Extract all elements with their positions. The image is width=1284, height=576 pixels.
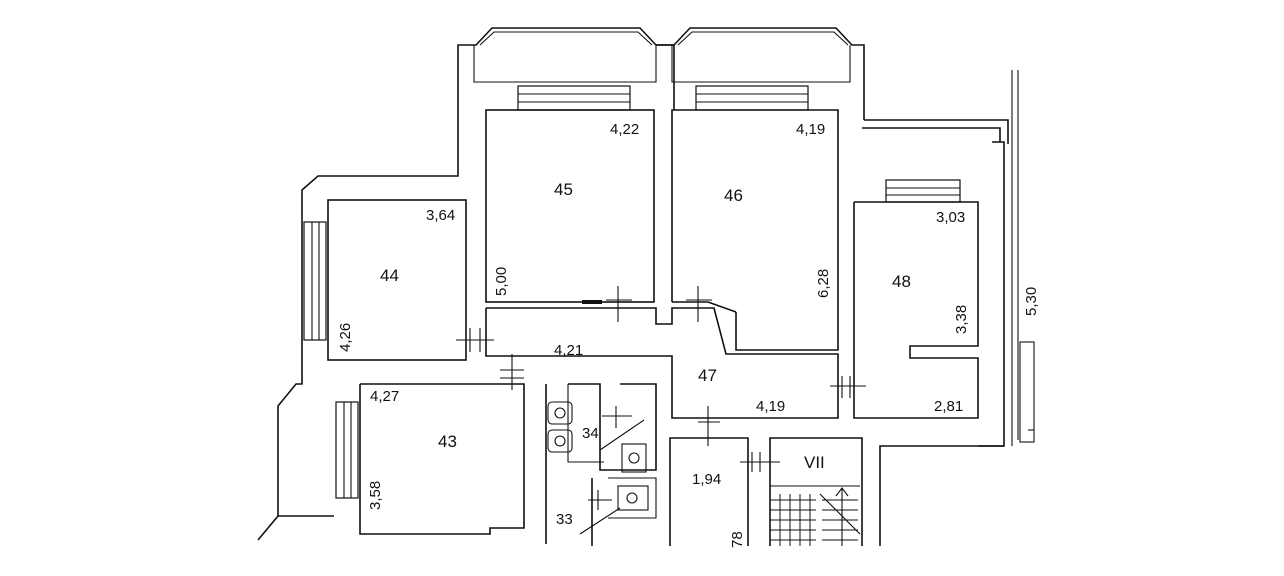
- room-46: [671, 109, 839, 351]
- hall: [669, 437, 749, 546]
- corridor: [485, 307, 839, 419]
- room-45-width: 4,22: [610, 121, 639, 138]
- wc-33: [579, 477, 657, 546]
- outside-dim: 5,30: [1023, 287, 1040, 316]
- lower-right-walls: [879, 341, 1035, 546]
- room-44-depth: 4,26: [337, 323, 354, 352]
- room-44: [327, 199, 467, 361]
- room-33-label: 33: [556, 511, 573, 528]
- room-43-depth: 3,58: [367, 481, 384, 510]
- room-45-label: 45: [554, 180, 573, 199]
- room-46-depth: 6,28: [815, 269, 832, 298]
- room-48-width-lower: 2,81: [934, 398, 963, 415]
- door-marks: [456, 286, 866, 510]
- hall-depth: 78: [729, 531, 746, 548]
- room-45: [485, 109, 655, 304]
- stair: [769, 437, 863, 546]
- room-43-width: 4,27: [370, 388, 399, 405]
- room-48: [853, 201, 979, 419]
- room-48-depth: 3,38: [953, 305, 970, 334]
- room-48-width: 3,03: [936, 209, 965, 226]
- window-room-48: [885, 179, 961, 203]
- window-room-45: [517, 85, 631, 111]
- bathroom-34: [545, 383, 657, 544]
- hall-width: 1,94: [692, 471, 721, 488]
- room-47-label: 47: [698, 366, 717, 385]
- room-43-label: 43: [438, 432, 457, 451]
- room-48-label: 48: [892, 272, 911, 291]
- room-43: [359, 383, 525, 535]
- window-room-46: [695, 85, 809, 111]
- room-44-label: 44: [380, 266, 399, 285]
- room-47-width: 4,19: [756, 398, 785, 415]
- room-44-width: 3,64: [426, 207, 455, 224]
- stair-label: VII: [804, 453, 825, 472]
- room-45-depth: 5,00: [493, 267, 510, 296]
- window-room-44: [303, 221, 327, 341]
- room-46-width: 4,19: [796, 121, 825, 138]
- balcony-right: [656, 27, 865, 120]
- room-34-label: 34: [582, 425, 599, 442]
- outer-walls: [257, 70, 1019, 541]
- room-46-label: 46: [724, 186, 743, 205]
- window-room-43: [335, 401, 359, 499]
- corridor-width: 4,21: [554, 342, 583, 359]
